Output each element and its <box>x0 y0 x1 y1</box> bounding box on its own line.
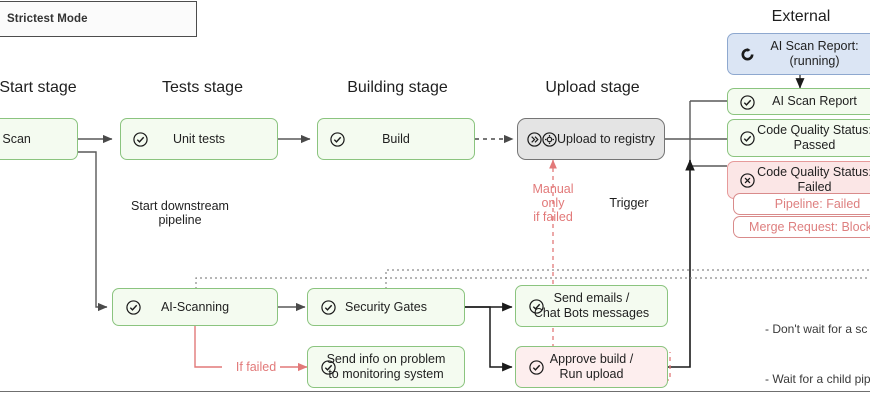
node-upload-to-registry[interactable]: Upload to registry <box>517 118 665 160</box>
node-label: Code Quality Status: Passed <box>757 123 870 152</box>
check-circle-icon <box>330 132 345 147</box>
node-code-quality-failed[interactable]: Code Quality Status: Failed <box>727 161 870 199</box>
node-label: AI Scan Report <box>772 94 857 108</box>
strictest-mode-banner: Strictest Mode <box>0 1 197 37</box>
node-ai-scan[interactable]: AI Scan <box>0 118 78 160</box>
bottom-divider <box>0 391 870 392</box>
edge-label-manual-only: Manual only if failed <box>532 182 574 224</box>
gear-circle-icon <box>542 131 557 147</box>
edge-label-start-downstream: Start downstream pipeline <box>131 199 229 227</box>
node-code-quality-passed[interactable]: Code Quality Status: Passed <box>727 119 870 157</box>
node-ai-scanning[interactable]: AI-Scanning <box>112 288 278 326</box>
node-label: Pipeline: Failed <box>774 196 861 211</box>
note-item: - Wait for a child pip <box>765 371 870 386</box>
node-label: Unit tests <box>172 131 226 146</box>
node-label: AI Scan <box>2 131 31 146</box>
node-label: AI-Scanning <box>160 299 230 314</box>
check-circle-icon <box>126 300 141 315</box>
check-circle-icon <box>740 131 755 146</box>
node-send-info[interactable]: Send info on problem to monitoring syste… <box>307 346 465 388</box>
edge-label-trigger: Trigger <box>609 196 649 210</box>
node-approve-build[interactable]: Approve build / Run upload <box>515 346 668 388</box>
check-circle-icon <box>529 299 544 314</box>
notes-list: - Don't wait for a sc - Wait for a child… <box>765 288 870 400</box>
check-circle-icon <box>529 360 544 375</box>
node-send-emails[interactable]: Send emails / Chat Bots messages <box>515 285 668 327</box>
node-label: AI Scan Report: (running) <box>770 39 859 68</box>
stage-label-start: Start stage <box>0 79 77 96</box>
check-circle-icon <box>321 300 336 315</box>
note-item: - Don't wait for a sc <box>765 322 868 336</box>
strictest-mode-label: Strictest Mode <box>7 13 88 25</box>
node-security-gates[interactable]: Security Gates <box>307 288 465 326</box>
node-build[interactable]: Build <box>317 118 475 160</box>
running-spinner-icon <box>740 47 755 62</box>
node-label: Security Gates <box>345 299 427 314</box>
node-unit-tests[interactable]: Unit tests <box>120 118 278 160</box>
stage-label-tests: Tests stage <box>162 79 243 96</box>
node-label: Build <box>382 131 410 146</box>
node-ai-scan-report[interactable]: AI Scan Report <box>727 88 870 115</box>
stage-label-building: Building stage <box>347 79 448 96</box>
check-circle-icon <box>740 95 755 110</box>
node-ai-scan-report-running[interactable]: AI Scan Report: (running) <box>727 33 870 75</box>
stage-label-upload: Upload stage <box>545 79 640 96</box>
node-label: Upload to registry <box>557 131 655 146</box>
x-circle-icon <box>740 173 755 188</box>
check-circle-icon <box>133 132 148 147</box>
node-pipeline-failed[interactable]: Pipeline: Failed <box>733 193 870 215</box>
check-circle-icon <box>321 360 336 375</box>
node-label: Approve build / Run upload <box>549 352 634 381</box>
edge-label-if-failed: If failed <box>235 360 277 374</box>
node-label: Merge Request: Blocked <box>749 219 870 234</box>
stage-label-external: External <box>771 8 831 25</box>
node-label: Send info on problem to monitoring syste… <box>326 352 446 381</box>
node-label: Send emails / Chat Bots messages <box>533 291 650 320</box>
manual-play-icon <box>527 131 542 147</box>
node-merge-request-blocked[interactable]: Merge Request: Blocked <box>733 216 870 238</box>
node-label: Code Quality Status: Failed <box>757 165 870 194</box>
